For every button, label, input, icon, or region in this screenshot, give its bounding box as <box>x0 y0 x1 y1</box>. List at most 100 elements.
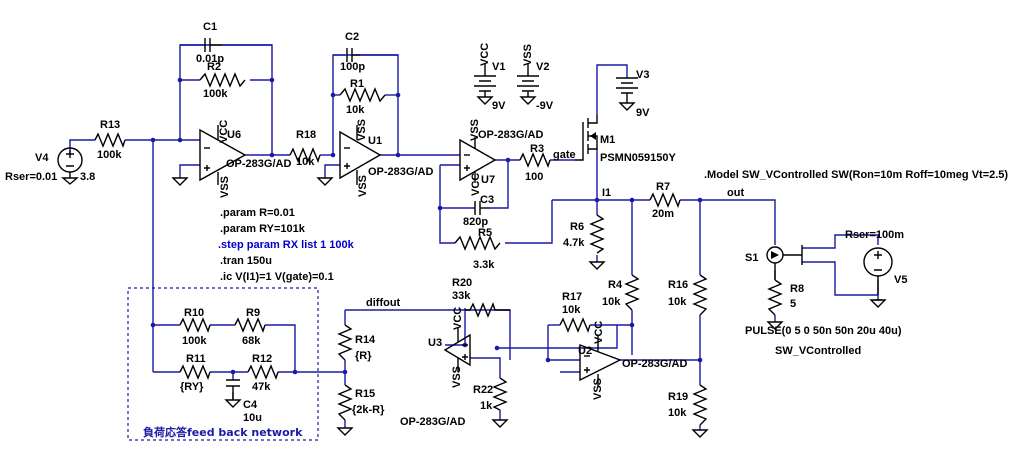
r7-value: 20m <box>652 208 674 220</box>
directive-tran: .tran 150u <box>220 255 272 267</box>
resistor-r15[interactable] <box>336 384 354 436</box>
r15-value: {2k-R} <box>352 404 385 416</box>
u3-vcc: VCC <box>452 307 464 330</box>
r6-value: 4.7k <box>563 237 585 249</box>
resistor-r6[interactable] <box>588 214 606 270</box>
u3-vss: VSS <box>451 366 463 388</box>
resistor-r13[interactable] <box>94 132 126 148</box>
v4-value: 3.8 <box>80 171 95 183</box>
u2-ref: U2 <box>578 345 592 357</box>
capacitor-c4[interactable] <box>224 379 242 408</box>
capacitor-c3[interactable] <box>474 201 490 215</box>
c2-value: 100p <box>340 61 365 73</box>
resistor-r1[interactable] <box>339 87 386 103</box>
opamp-u3[interactable] <box>443 328 471 372</box>
r2-value: 100k <box>203 88 228 100</box>
u1-vss-bottom: VSS <box>357 175 369 197</box>
v2-net: VSS <box>522 44 534 66</box>
v3-ref: V3 <box>636 69 649 81</box>
resistor-r14[interactable] <box>337 324 353 361</box>
v2-value: -9V <box>536 100 554 112</box>
resistor-r11[interactable] <box>179 364 211 380</box>
u1-ref: U1 <box>368 135 382 147</box>
v5-value: PULSE(0 5 0 50n 50n 20u 40u) <box>745 325 902 337</box>
r22-value: 1k <box>480 400 493 412</box>
r15-ref: R15 <box>355 388 375 400</box>
switch-s1[interactable] <box>766 245 803 280</box>
resistor-r2[interactable] <box>199 72 246 88</box>
resistor-r9[interactable] <box>234 317 266 333</box>
resistor-r8[interactable] <box>766 279 784 330</box>
resistor-r10[interactable] <box>179 317 211 333</box>
resistor-r16[interactable] <box>692 274 708 316</box>
r13-value: 100k <box>97 149 122 161</box>
r7-ref: R7 <box>656 181 670 193</box>
r18-ref: R18 <box>296 129 316 141</box>
voltage-source-v5[interactable] <box>863 247 893 308</box>
c4-ref: C4 <box>243 399 258 411</box>
r1-value: 10k <box>346 104 365 116</box>
resistor-r19[interactable] <box>691 384 709 438</box>
r4-ref: R4 <box>608 279 623 291</box>
directive-step: .step param RX list 1 100k <box>218 239 355 251</box>
r8-value: 5 <box>790 298 796 310</box>
resistor-r17[interactable] <box>559 317 591 333</box>
resistor-r18[interactable] <box>289 147 321 163</box>
v2-ref: V2 <box>536 61 549 73</box>
resistor-r3[interactable] <box>519 152 551 168</box>
r3-value: 100 <box>525 171 543 183</box>
r9-ref: R9 <box>246 307 260 319</box>
opamp-u2[interactable] <box>579 335 622 387</box>
u7-vcc: VCC <box>470 173 482 196</box>
u6-model: OP-283G/AD <box>226 158 291 170</box>
r5-ref: R5 <box>478 227 492 239</box>
resistor-r20[interactable] <box>465 302 510 318</box>
r3-ref: R3 <box>530 143 544 155</box>
voltage-source-v3[interactable] <box>616 77 638 111</box>
junctions <box>150 77 703 375</box>
r4-value: 10k <box>602 296 621 308</box>
capacitor-c2[interactable] <box>346 48 360 62</box>
voltage-source-v1[interactable] <box>474 64 496 105</box>
resistor-r12[interactable] <box>247 364 279 380</box>
directive-param-ry: .param RY=101k <box>220 223 306 235</box>
r17-value: 10k <box>562 304 581 316</box>
m1-model: PSMN059150Y <box>600 152 676 164</box>
ground-u1 <box>316 177 334 186</box>
feedback-network-label: 負荷応答feed back network <box>143 425 303 439</box>
r14-ref: R14 <box>355 334 376 346</box>
r18-value: 10k <box>296 156 315 168</box>
voltage-source-v2[interactable] <box>517 64 539 105</box>
i1-net: I1 <box>602 187 611 199</box>
u2-model: OP-283G/AD <box>622 358 687 370</box>
v5-ref: V5 <box>894 274 907 286</box>
opamp-u1[interactable] <box>339 125 382 185</box>
u3-model: OP-283G/AD <box>400 416 465 428</box>
v3-value: 9V <box>636 107 650 119</box>
u6-vcc: VCC <box>218 120 230 143</box>
r12-value: 47k <box>252 381 271 393</box>
voltage-source-v4[interactable] <box>57 147 83 185</box>
u2-vcc: VCC <box>593 321 605 344</box>
u3-ref: U3 <box>428 337 442 349</box>
v1-value: 9V <box>492 100 506 112</box>
s1-ref: S1 <box>745 252 758 264</box>
opamp-u6[interactable] <box>199 125 247 185</box>
opamp-u7[interactable] <box>459 137 497 183</box>
ground-u6 <box>171 177 189 186</box>
resistor-r4[interactable] <box>624 274 640 311</box>
mosfet-m1[interactable] <box>575 115 598 161</box>
resistor-r7[interactable] <box>649 192 681 208</box>
r8-ref: R8 <box>790 283 804 295</box>
r6-ref: R6 <box>570 221 584 233</box>
u7-ref: U7 <box>481 174 495 186</box>
capacitor-c1[interactable] <box>204 38 222 52</box>
c1-ref: C1 <box>203 21 217 33</box>
resistor-r22[interactable] <box>491 377 509 428</box>
c1-value: 0.01p <box>196 53 224 65</box>
resistor-r5[interactable] <box>454 235 501 251</box>
r14-value: {R} <box>355 350 372 362</box>
u7-vss: VSS <box>469 119 481 141</box>
r5-value: 3.3k <box>473 259 495 271</box>
c4-value: 10u <box>243 412 262 424</box>
